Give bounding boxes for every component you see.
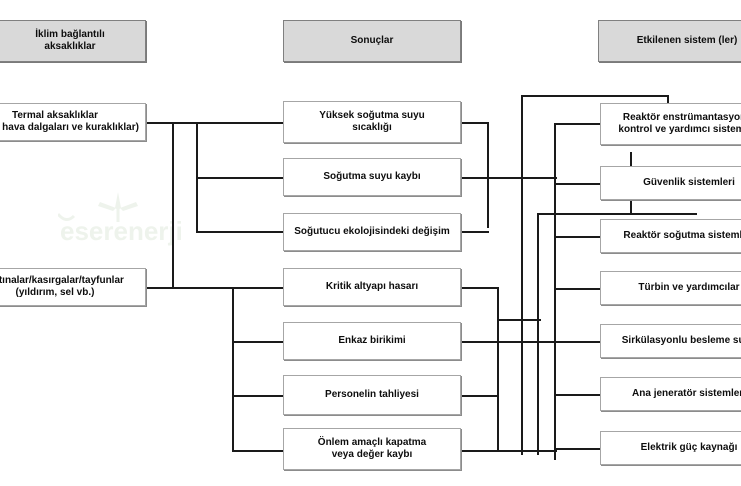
connector: [487, 122, 489, 228]
connector: [554, 183, 602, 185]
system-2-line1: Güvenlik sistemleri: [643, 176, 735, 188]
result-7-line2: veya değer kaybı: [331, 449, 413, 460]
header-systems-line1: Etkilenen sistem (ler): [636, 34, 738, 46]
result-staff-evacuation[interactable]: Personelin tahliyesi: [283, 375, 461, 415]
header-results: Sonuçlar: [283, 20, 461, 62]
system-3-line1: Reaktör soğutma sistemleri: [623, 229, 741, 241]
system-electric-power-supply[interactable]: Elektrik güç kaynağı: [600, 431, 741, 465]
connector: [172, 122, 174, 289]
cause-storms[interactable]: Fırtınalar/kasırgalar/tayfunlar (yıldırı…: [0, 268, 146, 306]
header-causes-line2: aksaklıklar: [44, 41, 96, 52]
cause-thermal-line2: (sıcak hava dalgaları ve kuraklıklar): [0, 122, 139, 133]
connector: [554, 288, 602, 290]
connector: [537, 213, 539, 455]
connector: [497, 319, 541, 321]
system-safety[interactable]: Güvenlik sistemleri: [600, 166, 741, 200]
connector: [554, 123, 602, 125]
connector: [232, 287, 284, 289]
connector: [554, 341, 602, 343]
result-5-line1: Enkaz birikimi: [338, 334, 406, 346]
system-main-generator[interactable]: Ana jeneratör sistemleri: [600, 377, 741, 411]
result-4-line1: Kritik altyapı hasarı: [325, 280, 419, 292]
header-causes-line1: İklim bağlantılı: [35, 28, 105, 40]
watermark: eserenerji: [58, 188, 228, 250]
system-4-line1: Türbin ve yardımcılar: [638, 281, 740, 293]
connector: [146, 287, 234, 289]
cause-thermal[interactable]: Termal aksaklıklar (sıcak hava dalgaları…: [0, 103, 146, 141]
cause-thermal-line1: Termal aksaklıklar: [12, 109, 98, 121]
header-results-line1: Sonuçlar: [350, 34, 394, 46]
connector: [461, 231, 489, 233]
connector: [497, 287, 499, 452]
system-1-line2: kontrol ve yardımcı sistemleri: [618, 124, 741, 135]
connector: [232, 395, 284, 397]
connector: [461, 177, 489, 179]
connector: [232, 450, 284, 452]
header-causes: İklim bağlantılı aksaklıklar: [0, 20, 146, 62]
connector: [461, 395, 499, 397]
result-1-line2: sıcaklığı: [352, 122, 392, 133]
result-7-line1: Önlem amaçlı kapatma: [317, 436, 427, 448]
system-6-line1: Ana jeneratör sistemleri: [632, 387, 741, 399]
result-precautionary-shutdown[interactable]: Önlem amaçlı kapatma veya değer kaybı: [283, 428, 461, 470]
connector: [461, 122, 489, 124]
result-2-line1: Soğutma suyu kaybı: [323, 170, 421, 182]
result-coolant-ecology-change[interactable]: Soğutucu ekolojisindeki değişim: [283, 213, 461, 251]
connector: [196, 231, 284, 233]
connector: [554, 448, 602, 450]
result-high-cooling-water-temp[interactable]: Yüksek soğutma suyu sıcaklığı: [283, 101, 461, 143]
connector: [461, 450, 499, 452]
header-systems: Etkilenen sistem (ler): [598, 20, 741, 62]
result-3-line1: Soğutucu ekolojisindeki değişim: [294, 225, 450, 237]
system-reactor-instrumentation[interactable]: Reaktör enstrümantasyonu, kontrol ve yar…: [600, 103, 741, 145]
connector: [537, 213, 697, 215]
result-debris-accumulation[interactable]: Enkaz birikimi: [283, 322, 461, 360]
connector: [554, 123, 556, 460]
connector: [497, 450, 557, 452]
connector: [554, 394, 602, 396]
connector: [196, 177, 284, 179]
connector: [461, 287, 499, 289]
connector: [232, 287, 234, 451]
system-reactor-cooling[interactable]: Reaktör soğutma sistemleri: [600, 219, 741, 253]
system-7-line1: Elektrik güç kaynağı: [640, 441, 738, 453]
connector: [554, 236, 602, 238]
system-circulating-feedwater[interactable]: Sirkülasyonlu besleme suyu: [600, 324, 741, 358]
system-5-line1: Sirkülasyonlu besleme suyu: [621, 334, 741, 346]
result-cooling-water-loss[interactable]: Soğutma suyu kaybı: [283, 158, 461, 196]
system-1-line1: Reaktör enstrümantasyonu,: [622, 111, 741, 123]
result-6-line1: Personelin tahliyesi: [325, 388, 419, 400]
connector: [196, 122, 284, 124]
system-turbine-auxiliaries[interactable]: Türbin ve yardımcılar: [600, 271, 741, 305]
connector: [521, 95, 669, 97]
watermark-text: eserenerji: [60, 216, 183, 246]
cause-storms-line1: Fırtınalar/kasırgalar/tayfunlar: [0, 274, 124, 286]
connector: [521, 95, 523, 455]
cause-storms-line2: (yıldırım, sel vb.): [15, 287, 95, 298]
connector: [497, 341, 557, 343]
result-1-line1: Yüksek soğutma suyu: [319, 109, 425, 121]
connector: [232, 341, 284, 343]
result-critical-infra-damage[interactable]: Kritik altyapı hasarı: [283, 268, 461, 306]
connector: [461, 341, 499, 343]
